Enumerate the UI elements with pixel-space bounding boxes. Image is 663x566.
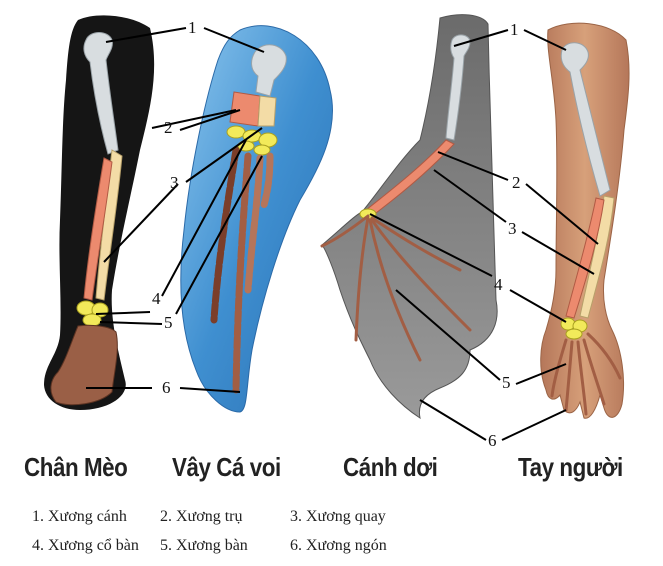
cat-paw xyxy=(50,324,118,406)
callout-6-right: 6 xyxy=(488,431,497,450)
callout-2-right: 2 xyxy=(512,173,521,192)
callout-5-left: 5 xyxy=(164,313,173,332)
callout-lines xyxy=(86,27,599,441)
caption-cat-leg: Chân Mèo xyxy=(24,452,128,482)
human-radius xyxy=(565,197,605,319)
bat-wing-membrane xyxy=(321,14,498,420)
human-arm-skin xyxy=(540,22,630,419)
whale-fin xyxy=(180,25,333,413)
legend-item-4: 4. Xương cổ bàn xyxy=(32,537,139,554)
caption-human-arm: Tay người xyxy=(518,452,623,482)
whale-radius xyxy=(229,91,261,127)
legend-item-1: 1. Xương cánh xyxy=(32,508,127,525)
human-carpals xyxy=(560,317,588,340)
cat-radius xyxy=(83,157,113,301)
caption-bat-wing: Cánh dơi xyxy=(343,452,438,482)
callout-5-right: 5 xyxy=(502,373,511,392)
callout-3-left: 3 xyxy=(170,173,179,192)
bat-digits xyxy=(320,214,472,362)
legend-item-2: 2. Xương trụ xyxy=(160,508,243,525)
callout-1-left: 1 xyxy=(188,18,197,37)
legend-item-3: 3. Xương quay xyxy=(290,508,386,525)
caption-whale-fin: Vây Cá voi xyxy=(172,452,281,482)
callout-4-right: 4 xyxy=(494,275,503,294)
human-digits xyxy=(550,332,622,416)
legend-item-5: 5. Xương bàn xyxy=(160,537,248,554)
callout-1-right: 1 xyxy=(510,20,519,39)
legend-item-6: 6. Xương ngón xyxy=(290,537,387,554)
cat-leg xyxy=(44,15,155,410)
whale-ulna xyxy=(257,95,277,127)
human-humerus xyxy=(560,42,611,197)
whale-humerus xyxy=(251,44,287,97)
human-arm xyxy=(540,22,630,419)
callout-numbers: 1 2 3 4 5 6 1 2 3 4 5 6 xyxy=(152,18,521,450)
callout-6-left: 6 xyxy=(162,378,171,397)
callout-2-left: 2 xyxy=(164,118,173,137)
whale-digits xyxy=(210,146,274,394)
callout-3-right: 3 xyxy=(508,219,517,238)
bat-wing xyxy=(320,14,498,420)
callout-4-left: 4 xyxy=(152,289,161,308)
